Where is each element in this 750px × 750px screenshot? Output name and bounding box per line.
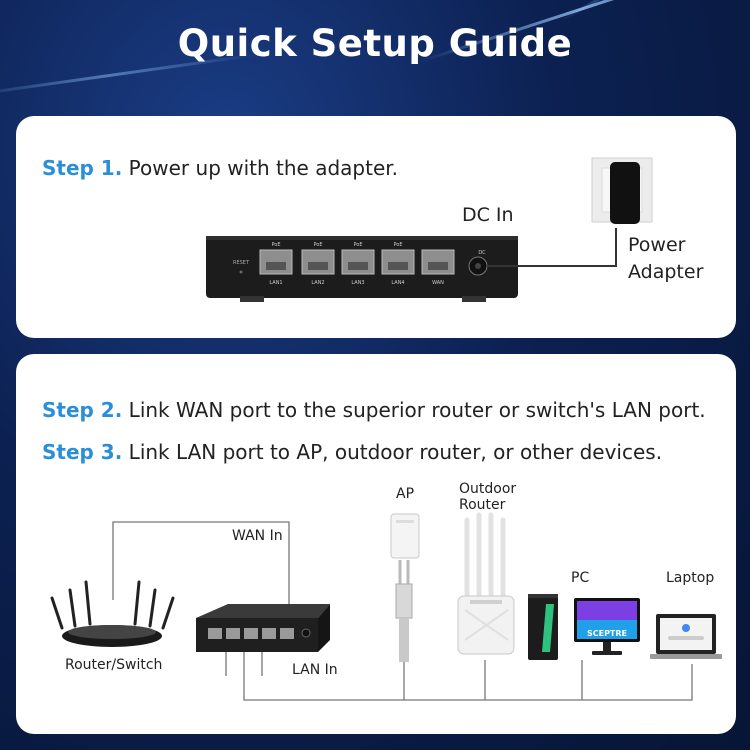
port-label: LAN3 xyxy=(351,280,364,286)
poe-label: PoE xyxy=(353,242,362,248)
dc-label: DC xyxy=(478,250,486,256)
port-label: WAN xyxy=(432,280,444,286)
page-title: Quick Setup Guide xyxy=(177,22,573,65)
reset-label: RESET xyxy=(233,260,250,266)
step1-text: Step 1. Power up with the adapter. xyxy=(42,156,398,180)
access-point-icon xyxy=(390,513,420,662)
lan-in-label: LAN In xyxy=(292,662,338,678)
poe-label: PoE xyxy=(393,242,402,248)
power-adapter-icon xyxy=(591,157,653,224)
power-cable xyxy=(487,228,617,267)
port-lan4: PoE LAN4 xyxy=(381,242,415,286)
router-label: Router xyxy=(459,497,506,513)
step1-panel xyxy=(16,116,736,338)
step2-description: Link WAN port to the superior router or … xyxy=(122,398,706,422)
power-label: Power xyxy=(628,234,686,256)
port-label: LAN4 xyxy=(391,280,404,286)
port-lan2: PoE LAN2 xyxy=(301,242,335,286)
step2-panel xyxy=(16,354,736,734)
port-label: LAN2 xyxy=(311,280,324,286)
poe-label: PoE xyxy=(313,242,322,248)
router-icon xyxy=(50,580,175,647)
port-wan: WAN xyxy=(421,249,455,286)
step1-label: Step 1. xyxy=(42,156,123,180)
pc-label: PC xyxy=(571,570,590,586)
laptop-icon xyxy=(650,614,722,659)
adapter-label: Adapter xyxy=(628,261,704,283)
step2-text: Step 2. Link WAN port to the superior ro… xyxy=(42,398,706,422)
step3-text: Step 3. Link LAN port to AP, outdoor rou… xyxy=(42,440,662,464)
monitor-brand: SCEPTRE xyxy=(587,629,627,638)
poe-label: PoE xyxy=(271,242,280,248)
router-switch-label: Router/Switch xyxy=(65,657,163,673)
step3-description: Link LAN port to AP, outdoor router, or … xyxy=(122,440,663,464)
reset-hole xyxy=(239,270,243,274)
port-label: LAN1 xyxy=(269,280,282,286)
dc-in-label: DC In xyxy=(462,204,514,226)
wan-in-label: WAN In xyxy=(232,528,283,544)
step2-label: Step 2. xyxy=(42,398,123,422)
switch-icon xyxy=(196,604,330,652)
port-lan3: PoE LAN3 xyxy=(341,242,375,286)
laptop-label: Laptop xyxy=(666,570,715,586)
outdoor-label: Outdoor xyxy=(459,481,517,497)
monitor-icon: SCEPTRE xyxy=(574,598,640,655)
port-lan1: PoE LAN1 xyxy=(259,242,293,286)
pc-tower-icon xyxy=(528,594,558,660)
ap-label: AP xyxy=(396,486,415,502)
step1-description: Power up with the adapter. xyxy=(122,156,399,180)
outdoor-router-icon xyxy=(457,512,515,655)
connection-lines xyxy=(112,521,693,701)
step3-label: Step 3. xyxy=(42,440,123,464)
